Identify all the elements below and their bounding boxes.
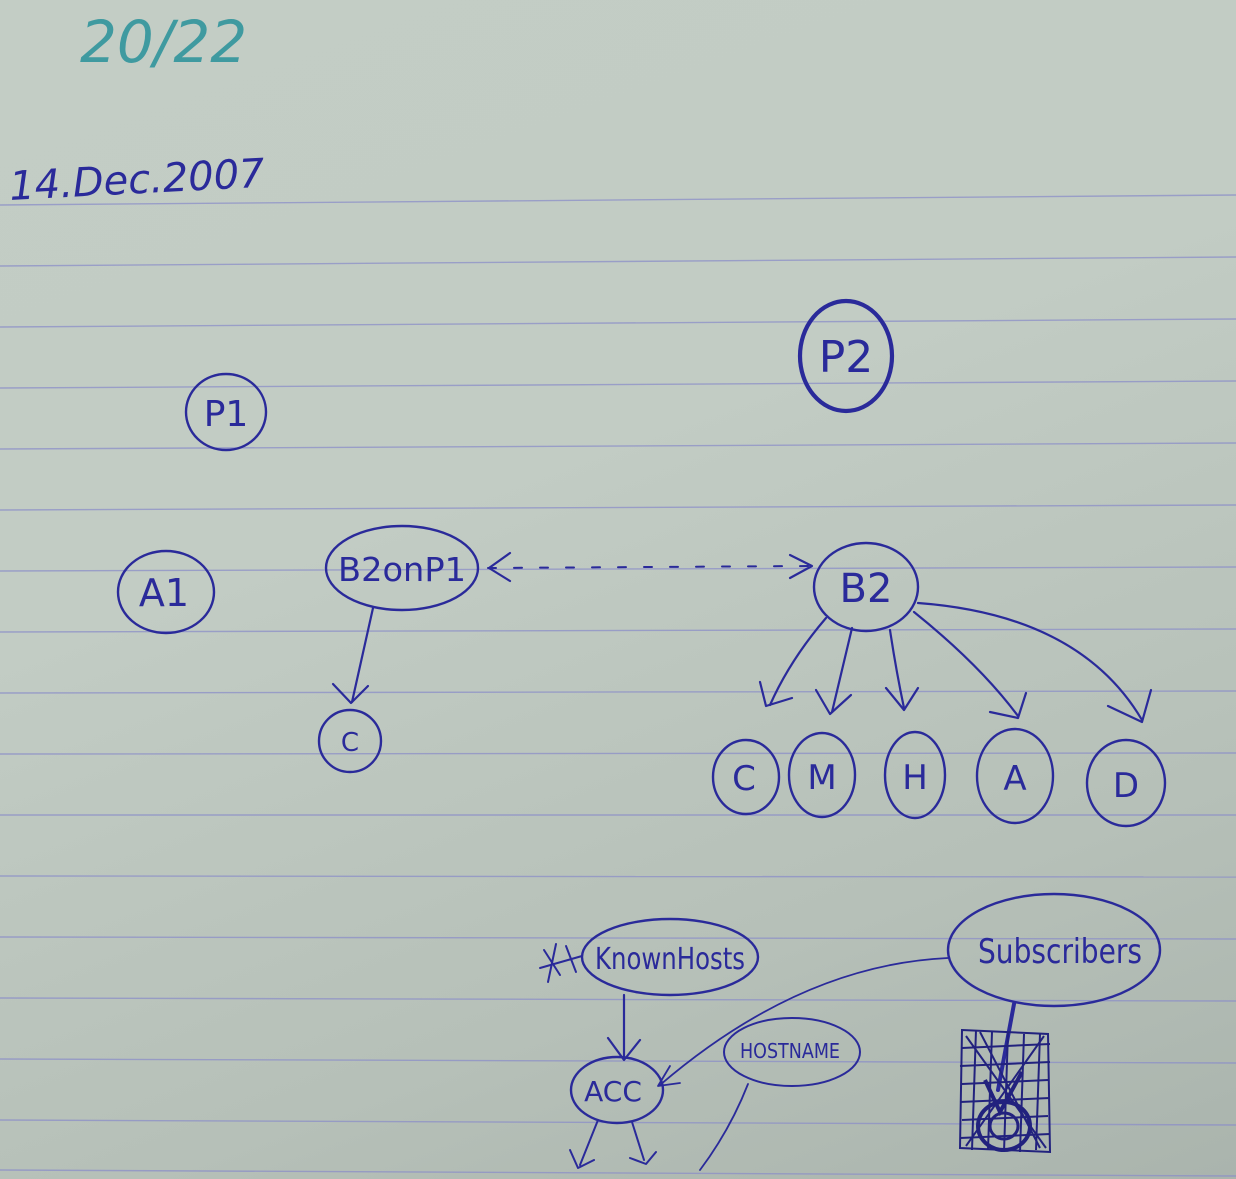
node-d: D <box>1085 738 1167 828</box>
node-c-left: C <box>317 708 383 774</box>
node-m-label: M <box>807 758 836 798</box>
node-c-left-label: C <box>341 728 359 758</box>
edge-subscribers-acc <box>657 957 949 1087</box>
node-acc-label: ACC <box>584 1075 642 1108</box>
page-counter: 20/22 <box>80 8 247 76</box>
node-subscribers: Subscribers <box>946 892 1162 1008</box>
edge-knownhosts-acc <box>606 993 642 1062</box>
node-m: M <box>787 731 857 819</box>
crossed-out-scribble <box>539 943 583 983</box>
node-p1-label: P1 <box>204 394 249 435</box>
node-a1: A1 <box>116 549 216 635</box>
edges-acc-children <box>569 1119 657 1169</box>
node-h-label: H <box>902 758 928 798</box>
node-c-label: C <box>732 759 756 799</box>
node-d-label: D <box>1113 766 1139 806</box>
edge-hostname-down <box>699 1083 749 1171</box>
node-b2: B2 <box>812 541 920 633</box>
node-knownhosts-label: KnownHosts <box>595 942 745 977</box>
edge-b2onp1-c <box>331 606 375 705</box>
node-b2onp1: B2onP1 <box>324 524 480 612</box>
edges-b2-children <box>758 601 1153 724</box>
edge-b2onp1-b2 <box>487 551 814 583</box>
node-hostname-label: HOSTNAME <box>740 1039 840 1063</box>
node-h: H <box>883 730 947 820</box>
node-c: C <box>711 738 781 816</box>
node-b2-label: B2 <box>840 566 893 612</box>
page-date: 14.Dec.2007 <box>8 151 266 210</box>
node-a1-label: A1 <box>139 571 189 615</box>
node-b2onp1-label: B2onP1 <box>338 550 466 589</box>
scribbled-node <box>958 1028 1052 1154</box>
ruled-lines <box>0 194 1236 1177</box>
node-p2: P2 <box>797 298 895 414</box>
node-p1: P1 <box>184 372 268 452</box>
node-p2-label: P2 <box>819 332 874 383</box>
node-subscribers-label: Subscribers <box>978 932 1142 972</box>
node-a: A <box>975 727 1055 825</box>
node-a-label: A <box>1003 759 1026 799</box>
node-knownhosts: KnownHosts <box>580 917 760 997</box>
node-acc: ACC <box>569 1055 665 1125</box>
node-hostname: HOSTNAME <box>723 1017 861 1087</box>
